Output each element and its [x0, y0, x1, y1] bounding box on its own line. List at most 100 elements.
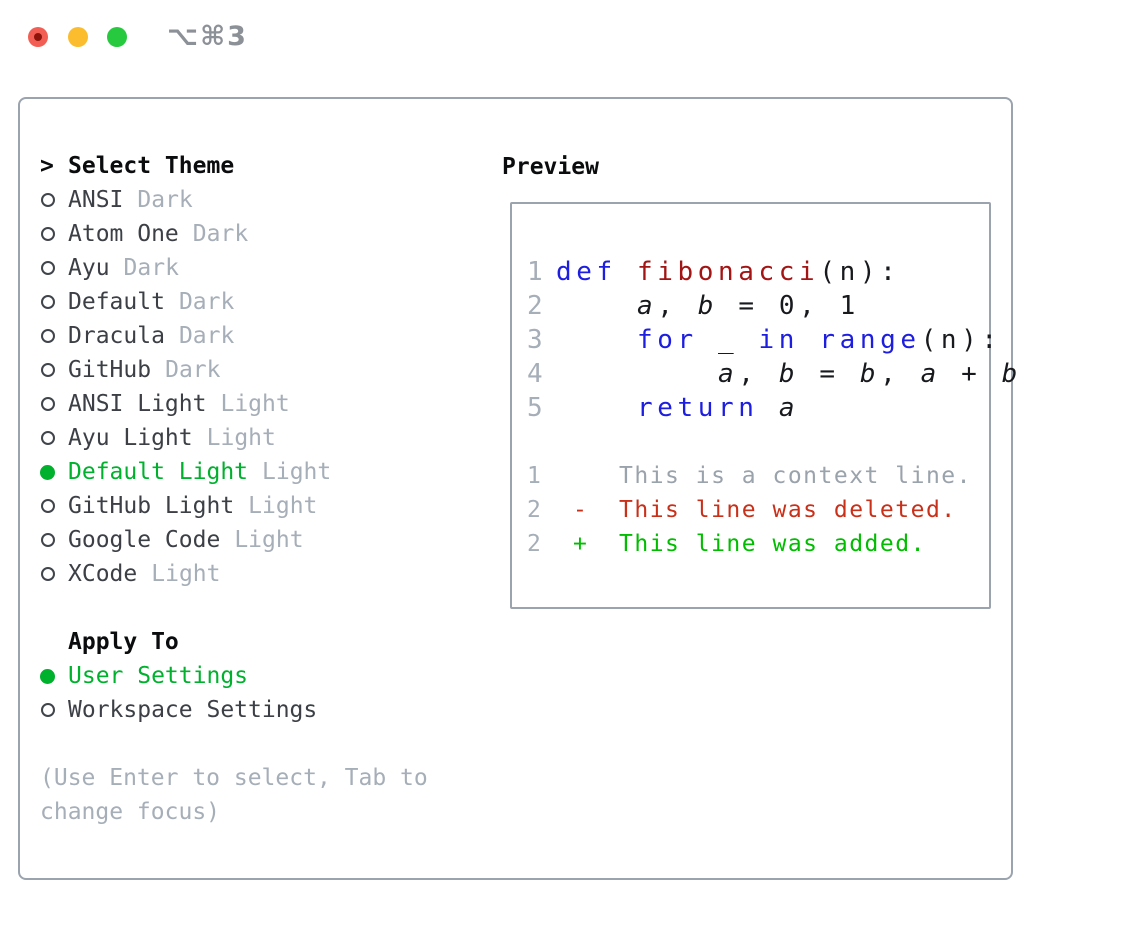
marker-column: [40, 464, 68, 480]
theme-name: GitHub: [68, 357, 152, 383]
theme-name: Ayu: [68, 255, 110, 281]
code-line: 2 a, b = 0, 1: [527, 289, 1022, 323]
radio-selected-icon: [40, 464, 55, 480]
radio-icon: [41, 397, 55, 411]
theme-name: Default: [68, 289, 165, 315]
close-button[interactable]: [28, 27, 48, 47]
code-line: 3 for _ in range(n):: [527, 323, 1022, 357]
theme-variant-tag: Dark: [192, 221, 249, 247]
theme-variant-tag: Light: [151, 561, 221, 587]
diff-line-added: 2+This line was added.: [527, 527, 972, 561]
window-title: ⌥⌘3: [167, 21, 248, 52]
apply-to-label: Apply To: [68, 629, 179, 655]
radio-icon: [41, 261, 55, 275]
spacer: [40, 727, 444, 761]
theme-option-ayu[interactable]: Ayu Dark: [40, 251, 444, 285]
theme-name: Google Code: [68, 527, 221, 553]
radio-icon: [41, 193, 55, 207]
code-token: =: [799, 359, 860, 389]
diff-marker: -: [573, 497, 589, 523]
theme-name: ANSI Light: [68, 391, 207, 417]
minimize-button[interactable]: [68, 27, 88, 47]
diff-text: This is a context line.: [619, 463, 972, 489]
line-number: 4: [527, 359, 543, 389]
code-token: return: [637, 393, 759, 423]
code-token: def: [556, 257, 617, 287]
select-theme-label: Select Theme: [68, 153, 235, 179]
code-token: for: [637, 325, 698, 355]
marker-column: [40, 193, 68, 207]
marker-column: [40, 703, 68, 717]
diff-text: This line was added.: [619, 531, 926, 557]
code-token: [556, 289, 637, 323]
code-token: a: [637, 291, 658, 321]
radio-icon: [41, 703, 55, 717]
apply-option-workspace-settings[interactable]: Workspace Settings: [40, 693, 444, 727]
line-number: 5: [527, 393, 543, 423]
diff-marker: +: [573, 531, 589, 557]
code-token: = 0, 1: [718, 291, 860, 321]
code-token: [799, 323, 819, 357]
code-token: [556, 357, 718, 391]
marker-column: [40, 295, 68, 309]
theme-option-github[interactable]: GitHub Dark: [40, 353, 444, 387]
titlebar: ⌥⌘3: [0, 0, 1140, 97]
radio-icon: [41, 431, 55, 445]
zoom-button[interactable]: [107, 27, 127, 47]
code-token: [556, 391, 637, 425]
diff-preview: 1 This is a context line.2-This line was…: [527, 459, 972, 561]
code-token: fibonacci: [637, 257, 820, 287]
theme-variant-tag: Dark: [123, 255, 179, 281]
code-token: [759, 391, 779, 425]
code-token: (n):: [920, 325, 1002, 355]
theme-name: XCode: [68, 561, 138, 587]
code-token: b: [778, 359, 800, 389]
marker-column: [40, 329, 68, 343]
focus-caret-icon: >: [40, 153, 54, 179]
code-token: ,: [880, 359, 921, 389]
diff-marker: [573, 459, 619, 493]
theme-name: Ayu Light: [68, 425, 193, 451]
theme-option-xcode[interactable]: XCode Light: [40, 557, 444, 591]
radio-icon: [41, 227, 55, 241]
code-token: in: [758, 325, 800, 355]
code-token: b: [859, 359, 881, 389]
marker-column: [40, 227, 68, 241]
theme-variant-tag: Dark: [165, 357, 221, 383]
marker-column: [40, 431, 68, 445]
diff-line-deleted: 2-This line was deleted.: [527, 493, 972, 527]
marker-column: [40, 533, 68, 547]
apply-to-header: Apply To: [40, 625, 444, 659]
spacer: [40, 591, 444, 625]
apply-option-label: User Settings: [68, 663, 249, 689]
code-token: [556, 323, 637, 357]
radio-selected-icon: [40, 668, 55, 684]
code-token: b: [1001, 359, 1022, 389]
radio-icon: [41, 499, 55, 513]
apply-option-user-settings[interactable]: User Settings: [40, 659, 444, 693]
marker-column: [40, 397, 68, 411]
theme-name: Default Light: [68, 459, 249, 485]
code-token: _: [697, 325, 759, 355]
line-number: 3: [527, 325, 543, 355]
line-number: 2: [527, 291, 543, 321]
diff-line-context: 1 This is a context line.: [527, 459, 972, 493]
code-line: 4 a, b = b, a + b: [527, 357, 1022, 391]
keyboard-hint: (Use Enter to select, Tab to change focu…: [40, 765, 428, 825]
